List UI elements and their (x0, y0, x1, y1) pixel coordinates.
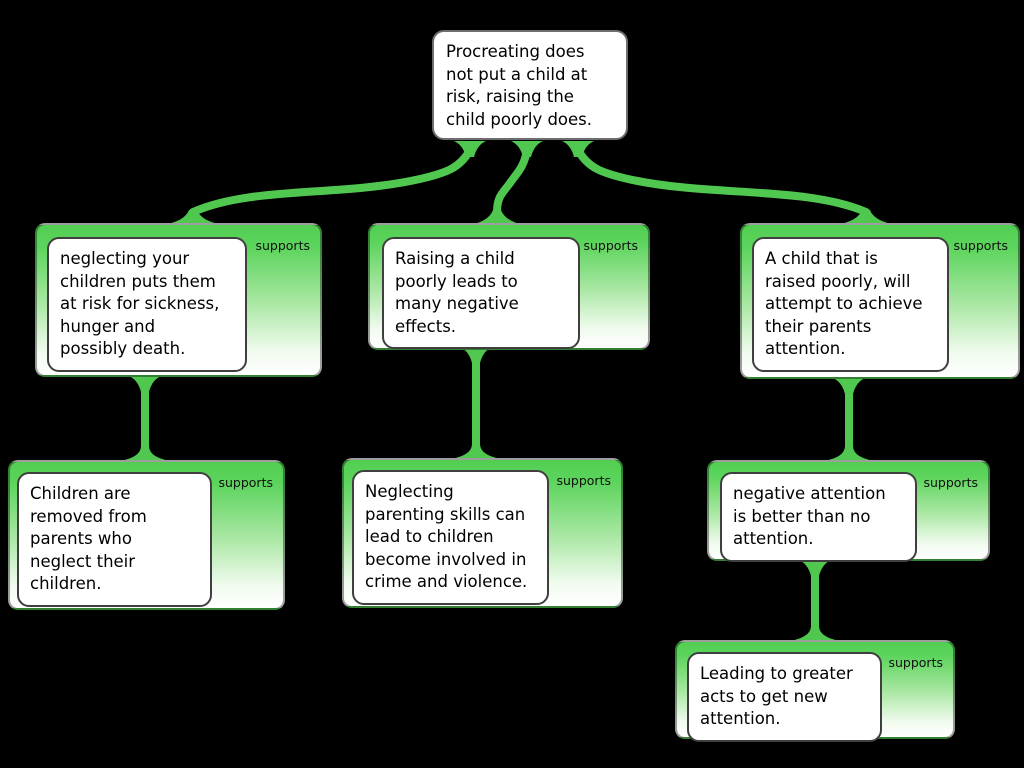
conclusion-node-root[interactable]: Procreating does not put a child at risk… (432, 30, 628, 140)
supports-badge: supports (888, 655, 943, 670)
supports-badge: supports (556, 473, 611, 488)
premise-card-n1[interactable]: neglecting your children puts them at ri… (47, 237, 247, 372)
premise-text: Leading to greater acts to get new atten… (700, 664, 853, 728)
premise-node-n2c[interactable]: supports Neglecting parenting skills can… (342, 458, 623, 608)
conclusion-text: Procreating does not put a child at risk… (446, 42, 593, 129)
premise-node-n1[interactable]: supports neglecting your children puts t… (35, 223, 322, 377)
connector-root-to-n2 (493, 146, 531, 216)
premise-text: Raising a child poorly leads to many neg… (395, 249, 519, 336)
premise-card-n3c[interactable]: negative attention is better than no att… (720, 472, 917, 562)
premise-node-n3cc[interactable]: supports Leading to greater acts to get … (675, 640, 955, 742)
supports-badge: supports (218, 475, 273, 490)
premise-card-n2c[interactable]: Neglecting parenting skills can lead to … (352, 470, 549, 605)
premise-card-n1c[interactable]: Children are removed from parents who ne… (17, 472, 212, 607)
supports-badge: supports (953, 238, 1008, 253)
premise-card-n2[interactable]: Raising a child poorly leads to many neg… (382, 237, 580, 349)
premise-card-n3[interactable]: A child that is raised poorly, will atte… (752, 237, 949, 372)
premise-text: negative attention is better than no att… (733, 484, 886, 548)
premise-text: neglecting your children puts them at ri… (60, 249, 220, 358)
premise-text: Children are removed from parents who ne… (30, 484, 147, 593)
premise-node-n3c[interactable]: supports negative attention is better th… (707, 460, 990, 562)
supports-badge: supports (923, 475, 978, 490)
connector-flares (120, 141, 896, 641)
premise-text: Neglecting parenting skills can lead to … (365, 482, 528, 591)
premise-node-n2[interactable]: supports Raising a child poorly leads to… (368, 223, 650, 350)
supports-badge: supports (583, 238, 638, 253)
premise-text: A child that is raised poorly, will atte… (765, 249, 923, 358)
premise-card-n3cc[interactable]: Leading to greater acts to get new atten… (687, 652, 882, 742)
premise-node-n3[interactable]: supports A child that is raised poorly, … (740, 223, 1020, 379)
premise-node-n1c[interactable]: supports Children are removed from paren… (8, 460, 285, 610)
connector-root-to-n3 (574, 146, 870, 216)
connector-root-to-n1 (189, 146, 474, 216)
supports-badge: supports (255, 238, 310, 253)
